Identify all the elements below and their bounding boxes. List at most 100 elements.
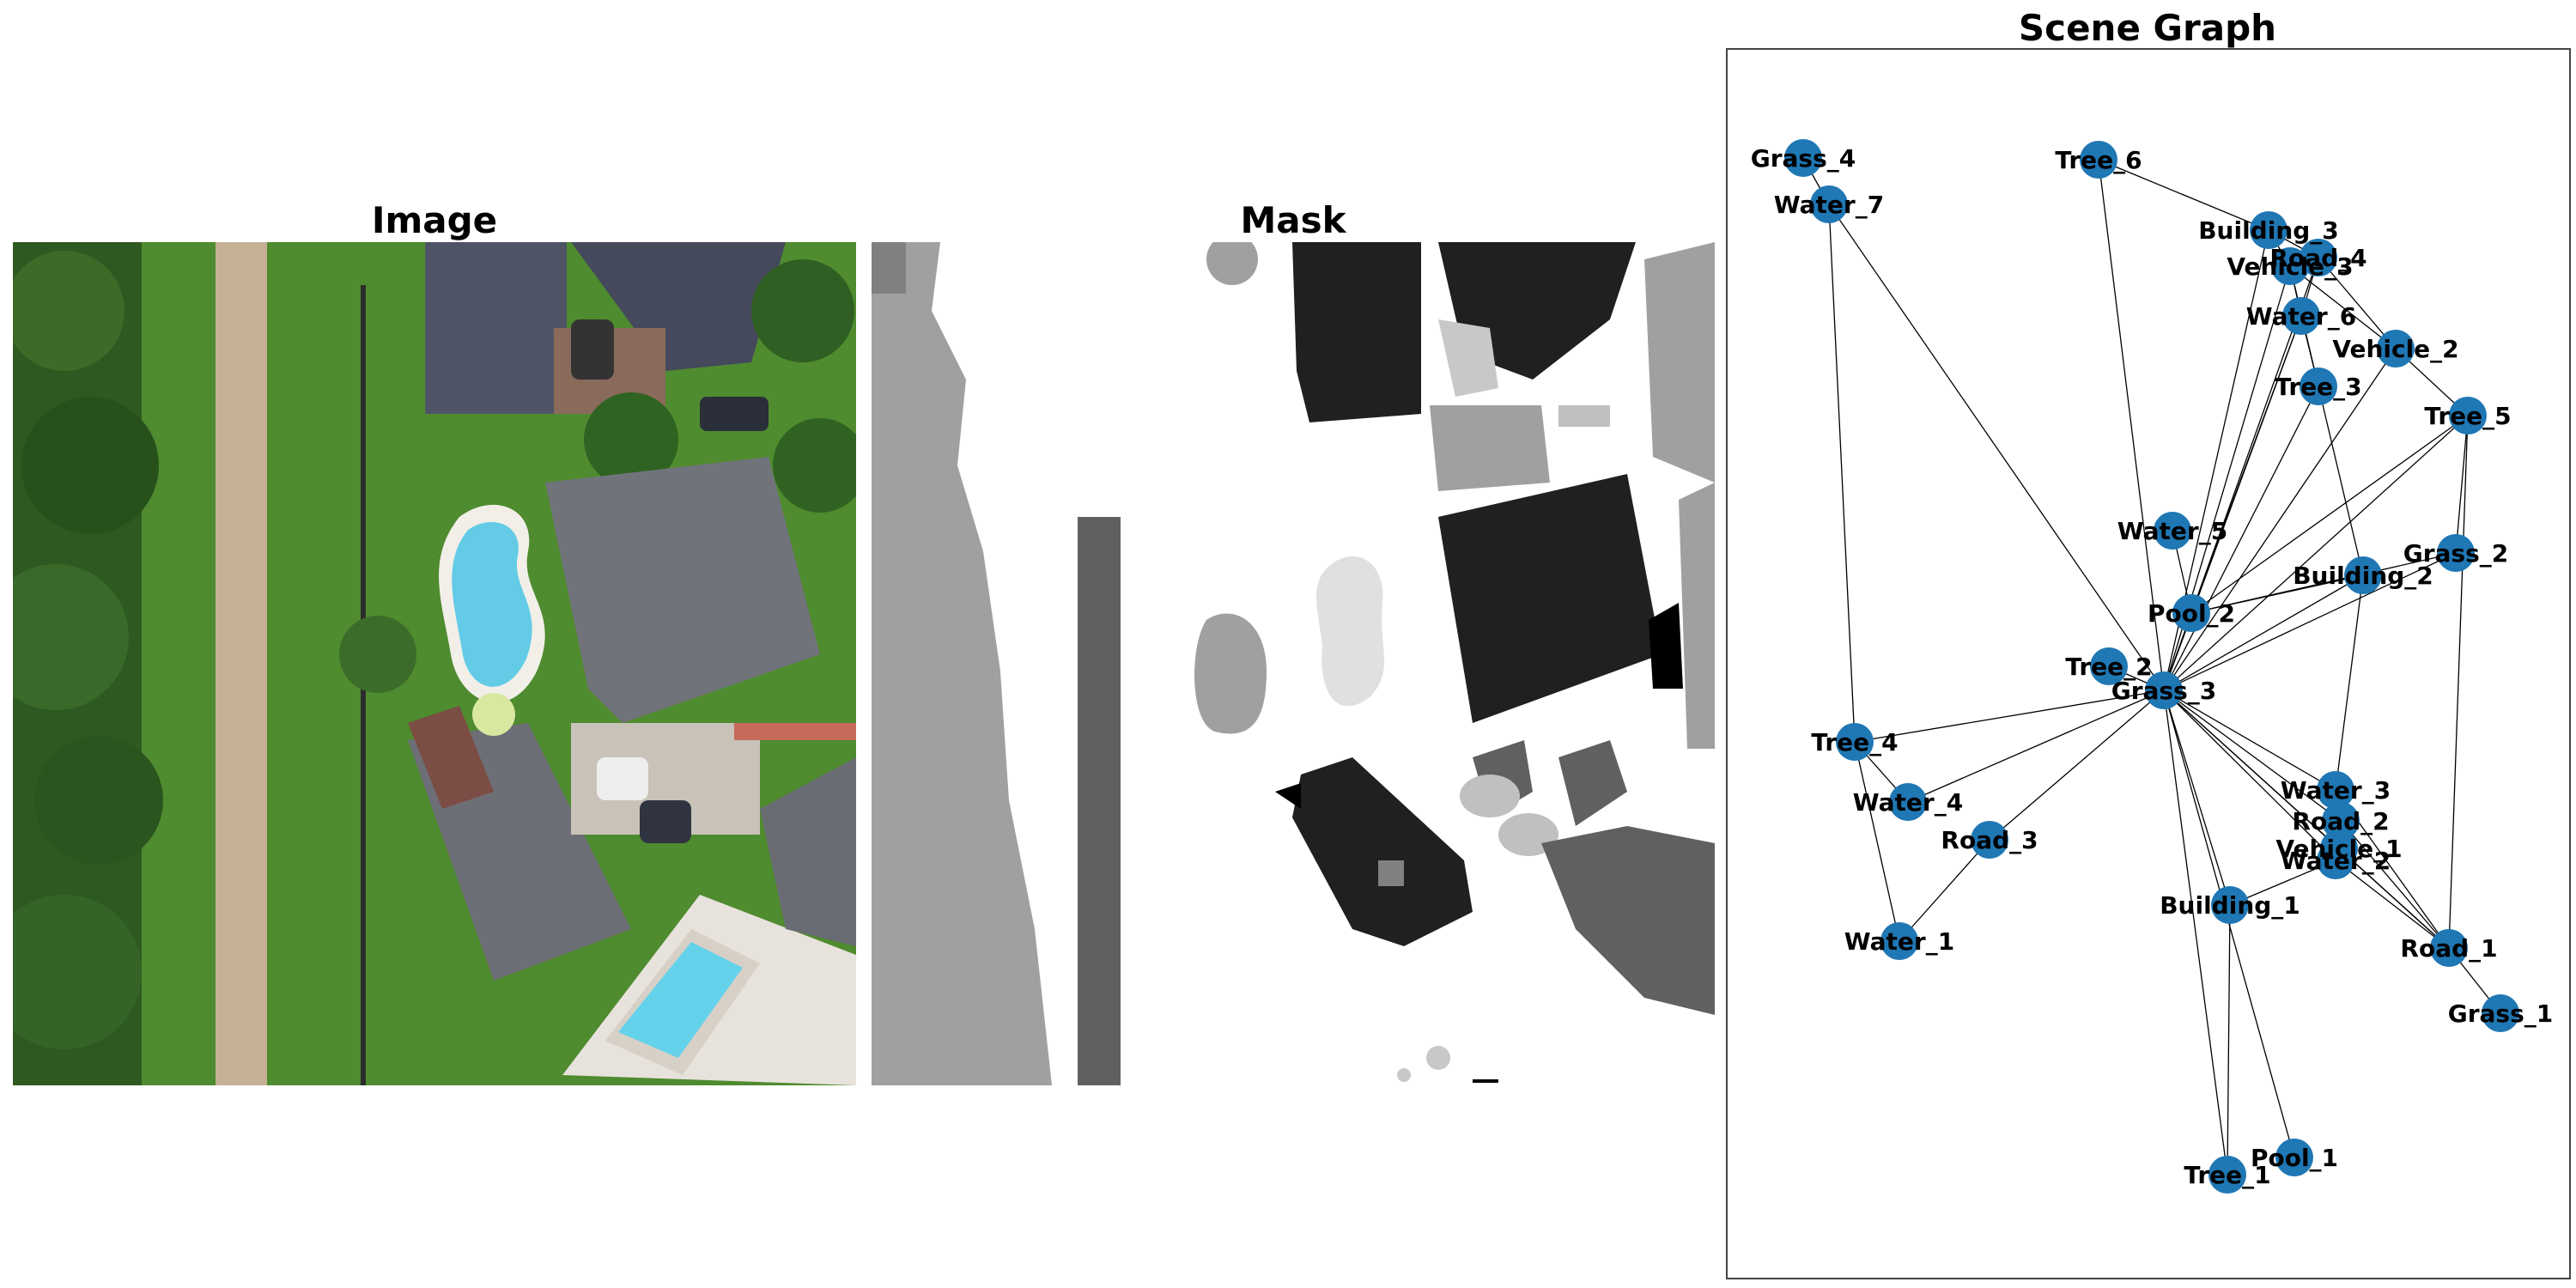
graph-edge-tree_5-grass_2 — [2455, 415, 2469, 554]
graph-node-grass_4 — [1784, 139, 1822, 177]
graph-edge-grass_3-road_3 — [1989, 690, 2165, 841]
graph-node-label-building_3: Building_3 — [2198, 216, 2339, 245]
graph-node-label-tree_6: Tree_6 — [2055, 146, 2142, 174]
graph-edge-grass_3-tree_1 — [2163, 690, 2228, 1176]
graph-edge-tree_5-grass_3 — [2163, 415, 2469, 691]
mask-panel-title: Mask — [1240, 199, 1346, 241]
graph-edge-vehicle_3-vehicle_2 — [2289, 265, 2397, 349]
graph-edge-tree_5-pool_2 — [2190, 415, 2469, 614]
graph-edge-building_1-tree_1 — [2227, 904, 2231, 1176]
aerial-image — [0, 242, 867, 1085]
graph-edge-water_2-building_1 — [2229, 860, 2336, 906]
graph-node-water_7 — [1810, 185, 1848, 223]
graph-edge-grass_3-building_1 — [2163, 690, 2231, 906]
graph-node-vehicle_2 — [2377, 330, 2415, 368]
graph-node-grass_1 — [2482, 994, 2519, 1032]
graph-node-label-grass_4: Grass_4 — [1751, 144, 1856, 173]
graph-node-label-water_2: Water_2 — [2281, 847, 2391, 875]
graph-node-vehicle_3 — [2271, 247, 2309, 285]
graph-node-building_1 — [2211, 886, 2249, 924]
graph-node-water_2 — [2317, 841, 2354, 879]
graph-node-label-road_3: Road_3 — [1941, 826, 2038, 854]
graph-node-water_3 — [2317, 771, 2354, 809]
graph-node-tree_6 — [2080, 141, 2117, 179]
graph-node-pool_2 — [2172, 594, 2210, 632]
graph-edge-water_7-tree_4 — [1828, 204, 1856, 743]
graph-node-water_1 — [1880, 922, 1918, 960]
graph-node-label-vehicle_1: Vehicle_1 — [2275, 835, 2402, 863]
graph-edge-tree_6-grass_3 — [2098, 159, 2165, 691]
graph-node-label-grass_1: Grass_1 — [2448, 999, 2554, 1028]
graph-edge-vehicle_2-grass_3 — [2163, 348, 2397, 691]
graph-edge-road_4-vehicle_2 — [2318, 257, 2397, 349]
graph-edge-road_3-water_1 — [1899, 839, 1990, 942]
graph-edge-grass_3-tree_4 — [1854, 690, 2165, 743]
graph-edge-building_2-water_3 — [2335, 574, 2364, 791]
graph-node-grass_3 — [2145, 671, 2183, 709]
graph-node-water_6 — [2282, 297, 2320, 335]
graph-node-label-grass_3: Grass_3 — [2111, 677, 2217, 705]
node-layer — [1784, 139, 2519, 1194]
graph-node-road_2 — [2322, 802, 2360, 840]
graph-node-label-water_7: Water_7 — [1774, 191, 1884, 219]
graph-node-tree_5 — [2449, 397, 2487, 434]
graph-edge-road_2-road_1 — [2340, 820, 2450, 949]
graph-node-label-building_2: Building_2 — [2293, 562, 2433, 590]
graph-edge-grass_3-water_2 — [2163, 690, 2336, 861]
label-layer: Grass_4Water_7Tree_6Building_3Road_4Vehi… — [1751, 144, 2554, 1189]
graph-edge-tree_5-road_1 — [2448, 415, 2469, 949]
graph-edge-tree_3-building_2 — [2318, 386, 2364, 576]
graph-edge-tree_6-building_3 — [2098, 159, 2269, 231]
graph-edge-water_7-grass_3 — [1828, 204, 2165, 691]
graph-node-label-tree_1: Tree_1 — [2184, 1161, 2270, 1189]
scene-graph-panel-title: Scene Graph — [2018, 7, 2277, 49]
graph-edge-grass_3-water_4 — [1907, 690, 2165, 803]
graph-node-road_3 — [1971, 821, 2008, 859]
graph-node-label-water_3: Water_3 — [2281, 776, 2391, 805]
graph-node-label-road_2: Road_2 — [2292, 807, 2389, 835]
graph-edge-tree_3-grass_3 — [2163, 386, 2319, 691]
graph-node-tree_4 — [1836, 723, 1874, 761]
graph-node-label-tree_4: Tree_4 — [1811, 728, 1898, 756]
graph-node-pool_1 — [2275, 1139, 2313, 1176]
graph-node-label-pool_2: Pool_2 — [2148, 599, 2235, 628]
graph-edge-tree_4-water_1 — [1854, 741, 1900, 942]
scene-graph: Grass_4Water_7Tree_6Building_3Road_4Vehi… — [1751, 139, 2554, 1194]
graph-edge-water_2-road_1 — [2335, 860, 2450, 949]
graph-edge-water_6-pool_2 — [2190, 315, 2302, 614]
graph-edge-grass_3-pool_1 — [2163, 690, 2295, 1158]
graph-node-road_1 — [2430, 929, 2468, 967]
graph-node-building_3 — [2250, 211, 2287, 249]
segmentation-mask-drawing — [872, 234, 1715, 1085]
graph-node-road_4 — [2300, 239, 2337, 276]
graph-node-label-tree_3: Tree_3 — [2275, 373, 2361, 401]
graph-node-grass_2 — [2437, 534, 2475, 572]
graph-node-water_4 — [1889, 783, 1927, 821]
graph-node-label-water_4: Water_4 — [1853, 788, 1963, 817]
graph-node-label-grass_2: Grass_2 — [2403, 539, 2509, 568]
graph-node-label-water_5: Water_5 — [2117, 517, 2227, 545]
graph-edge-grass_3-water_3 — [2163, 690, 2336, 791]
graph-edge-building_2-pool_2 — [2190, 574, 2364, 614]
graph-node-label-water_6: Water_6 — [2246, 302, 2356, 331]
graph-node-building_2 — [2344, 556, 2382, 594]
graph-edge-building_2-grass_3 — [2163, 574, 2364, 691]
graph-node-label-tree_2: Tree_2 — [2065, 653, 2152, 681]
graph-edge-vehicle_1-road_1 — [2338, 848, 2450, 949]
graph-node-label-building_1: Building_1 — [2160, 891, 2300, 920]
graph-node-label-road_1: Road_1 — [2400, 934, 2497, 963]
graph-edge-grass_2-grass_3 — [2163, 552, 2457, 691]
graph-node-water_5 — [2154, 512, 2191, 550]
graph-node-label-tree_5: Tree_5 — [2424, 402, 2511, 430]
graph-node-label-vehicle_2: Vehicle_2 — [2332, 335, 2458, 363]
image-panel-title: Image — [371, 199, 498, 241]
graph-node-label-vehicle_3: Vehicle_3 — [2227, 252, 2353, 281]
graph-node-tree_1 — [2208, 1156, 2246, 1194]
graph-node-tree_3 — [2300, 368, 2337, 405]
graph-node-tree_2 — [2090, 647, 2128, 685]
graph-node-label-road_4: Road_4 — [2269, 244, 2366, 272]
graph-edge-grass_3-road_2 — [2163, 690, 2342, 822]
graph-node-label-pool_1: Pool_1 — [2251, 1144, 2338, 1172]
aerial-image-drawing — [0, 242, 867, 1085]
